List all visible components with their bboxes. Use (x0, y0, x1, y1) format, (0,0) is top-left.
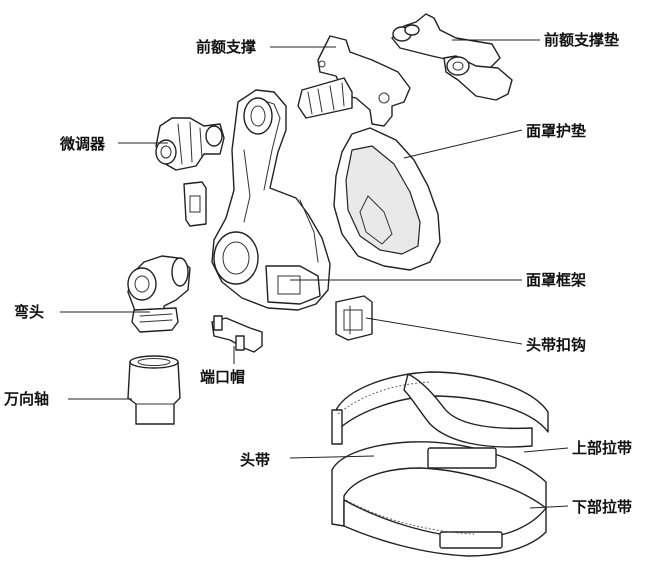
leader-headgear (289, 455, 375, 459)
headgear-clip-part (335, 295, 373, 341)
mask-frame-part (211, 89, 331, 311)
leader-upper-strap (523, 447, 569, 453)
label-adjuster: 微调器 (59, 135, 106, 153)
small-bracket-part (183, 181, 207, 227)
label-cushion: 面罩护垫 (526, 122, 586, 140)
leader-cushion (403, 129, 523, 159)
labels: 前额支撑 前额支撑垫 微调器 面罩护垫 弯头 万向轴 端口帽 面罩框架 头带扣钩… (3, 31, 632, 516)
label-lower-strap: 下部拉带 (572, 498, 632, 516)
elbow-part (127, 255, 191, 333)
leader-lower-strap (529, 505, 569, 509)
label-headgear: 头带 (240, 451, 270, 469)
mask-cushion-part (333, 127, 441, 271)
label-frame: 面罩框架 (526, 271, 586, 289)
leader-headgear-clip (365, 317, 523, 345)
label-port-cap: 端口帽 (200, 368, 245, 386)
swivel-part (127, 355, 181, 425)
forehead-support-part (297, 35, 411, 127)
label-forehead-support: 前额支撑 (196, 38, 256, 56)
label-swivel: 万向轴 (3, 390, 49, 408)
label-elbow: 弯头 (14, 303, 44, 321)
port-cap-part (211, 315, 263, 353)
headgear-part (331, 371, 549, 557)
label-forehead-pad: 前额支撑垫 (544, 31, 619, 49)
forehead-pad-part (391, 13, 513, 101)
label-headgear-clip: 头带扣钩 (526, 336, 586, 354)
adjuster-part (155, 117, 225, 171)
leader-lines (60, 39, 569, 509)
label-upper-strap: 上部拉带 (572, 439, 632, 457)
